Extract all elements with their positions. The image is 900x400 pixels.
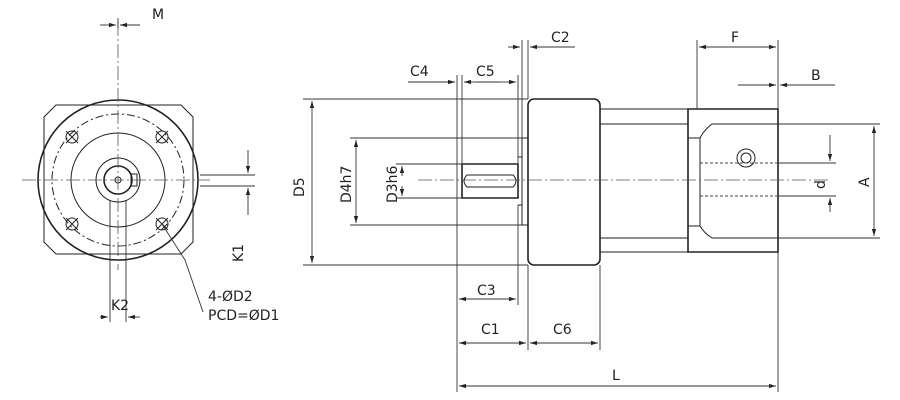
label-C6: C6 [553, 322, 572, 338]
label-D5: D5 [292, 177, 308, 197]
front-mounting-holes [65, 130, 169, 231]
label-K1: K1 [231, 244, 247, 262]
label-A: A [857, 177, 873, 187]
label-D4: D4h7 [339, 166, 355, 203]
label-K2: K2 [111, 298, 129, 314]
label-C1: C1 [481, 322, 500, 338]
front-flange-outline [43, 104, 194, 255]
input-bore-hidden [700, 162, 778, 197]
input-flange [687, 108, 779, 253]
shaft-key [463, 174, 517, 188]
label-D2: 4-ØD2 [208, 289, 253, 305]
label-C4: C4 [410, 64, 429, 80]
label-PCD: PCD=ØD1 [208, 308, 279, 324]
side-view: D5 D4h7 D3h6 C4 C5 C2 C3 [292, 30, 880, 392]
label-D3: D3h6 [385, 165, 401, 203]
label-C5: C5 [476, 64, 495, 80]
label-d: d [813, 180, 829, 189]
side-flange [527, 98, 601, 266]
front-view: M K1 K2 4-ØD2 PCD=ØD1 [22, 7, 279, 324]
gearbox-housing [600, 108, 689, 253]
label-C3: C3 [477, 283, 496, 299]
label-F: F [731, 30, 739, 46]
label-M: M [152, 7, 164, 23]
clamp-screw [736, 148, 756, 168]
label-L: L [612, 368, 620, 384]
label-C2: C2 [551, 30, 570, 46]
label-B: B [811, 68, 821, 84]
output-shaft [461, 163, 519, 199]
